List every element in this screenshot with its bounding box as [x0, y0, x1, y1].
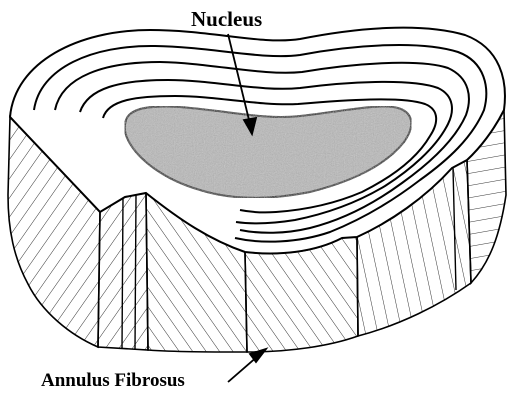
nucleus-label: Nucleus	[191, 7, 262, 32]
annulus-fibrosus-label: Annulus Fibrosus	[41, 370, 185, 392]
